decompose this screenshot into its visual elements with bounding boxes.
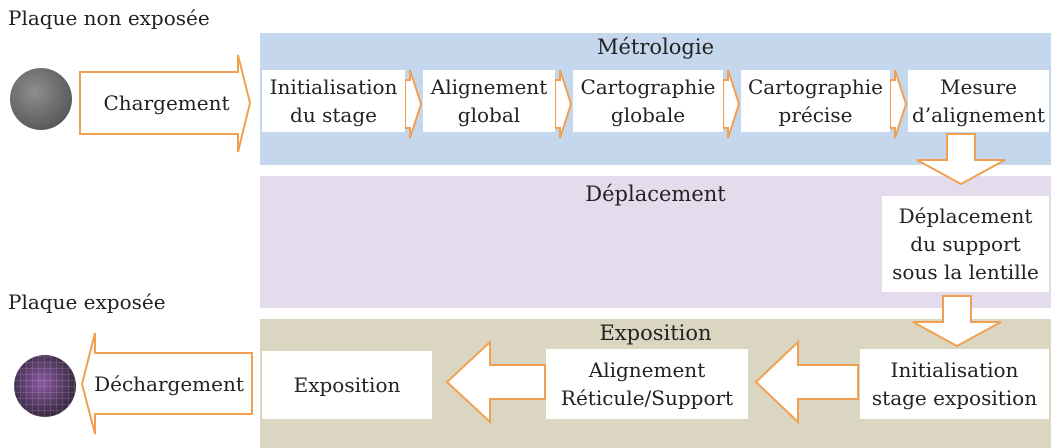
exposure-title: Exposition: [599, 321, 712, 345]
left-arrow-2: [445, 339, 546, 425]
movement-step: Déplacement du support sous la lentille: [882, 196, 1049, 292]
down-arrow-1: [916, 133, 1006, 186]
exposure-step-1: Initialisation stage exposition: [860, 349, 1049, 419]
unexposed-wafer: [10, 68, 72, 130]
movement-step-label: Déplacement du support sous la lentille: [892, 204, 1039, 284]
unloading-label: Déchargement: [94, 372, 244, 396]
metrology-step-5: Mesure d’alignement: [908, 70, 1049, 132]
unloading-arrow: [80, 332, 253, 435]
exposure-step-2: Alignement Réticule/Support: [546, 349, 748, 419]
step-arrow-3: [722, 69, 741, 139]
unloading-step: Déchargement: [86, 363, 252, 405]
down-arrow-2: [912, 295, 1002, 348]
step-arrow-4: [889, 69, 908, 139]
exposure-step-3-label: Exposition: [293, 373, 401, 397]
loading-label: Chargement: [103, 91, 230, 115]
metrology-step-2: Alignement global: [423, 70, 555, 132]
metrology-step-1: Initialisation du stage: [262, 70, 405, 132]
metrology-step-1-label: Initialisation du stage: [269, 75, 398, 127]
metrology-title: Métrologie: [597, 35, 714, 59]
exposed-wafer-label: Plaque exposée: [8, 290, 166, 314]
metrology-step-3-label: Cartographie globale: [580, 75, 716, 127]
unexposed-wafer-label: Plaque non exposée: [8, 6, 210, 30]
metrology-step-3: Cartographie globale: [573, 70, 723, 132]
loading-step: Chargement: [95, 82, 238, 124]
exposure-step-2-label: Alignement Réticule/Support: [560, 358, 734, 410]
metrology-step-4-label: Cartographie précise: [747, 75, 884, 127]
exposed-wafer: [14, 355, 76, 417]
metrology-step-4: Cartographie précise: [741, 70, 890, 132]
exposure-step-3: Exposition: [262, 351, 432, 419]
exposure-step-1-label: Initialisation stage exposition: [871, 358, 1038, 410]
movement-title: Déplacement: [585, 182, 726, 206]
left-arrow-1: [754, 339, 859, 425]
metrology-step-5-label: Mesure d’alignement: [911, 75, 1046, 127]
metrology-step-2-label: Alignement global: [430, 75, 548, 127]
step-arrow-2: [554, 69, 573, 139]
step-arrow-1: [404, 69, 423, 139]
loading-arrow: [79, 54, 252, 153]
